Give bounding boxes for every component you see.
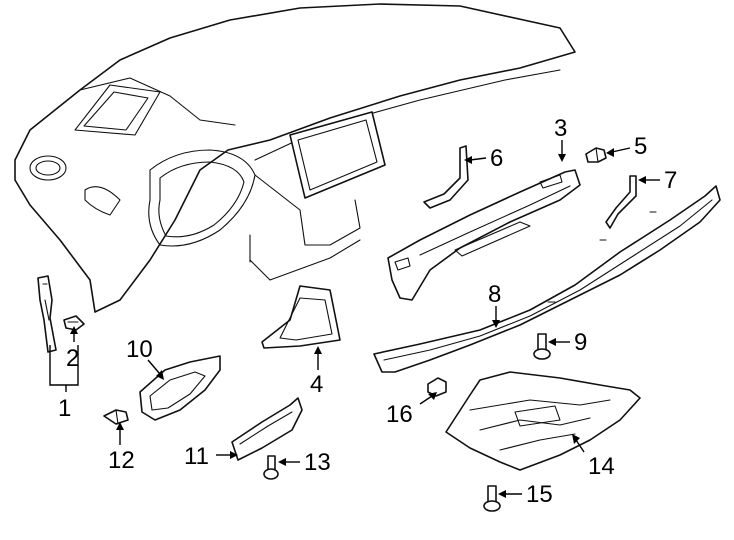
callout-12: 12 bbox=[108, 447, 135, 474]
part-1-pillar-trim bbox=[37, 275, 57, 353]
callout-4: 4 bbox=[310, 371, 323, 398]
part-8-lower-trim bbox=[373, 185, 721, 373]
callout-15: 15 bbox=[526, 481, 553, 508]
callout-16: 16 bbox=[386, 401, 413, 428]
callout-7: 7 bbox=[664, 167, 677, 194]
part-10-bin bbox=[139, 355, 221, 421]
callout-10: 10 bbox=[126, 336, 153, 363]
part-11-lower-bin bbox=[231, 397, 303, 461]
callout-5: 5 bbox=[634, 133, 647, 160]
callout-14: 14 bbox=[588, 453, 615, 480]
part-16-clip bbox=[427, 377, 447, 397]
part-15-bolt bbox=[483, 485, 501, 512]
part-2-clip bbox=[63, 315, 85, 331]
callout-8: 8 bbox=[488, 281, 501, 308]
callout-labels: 1 2 3 4 5 6 7 8 9 10 11 12 13 14 15 16 bbox=[58, 115, 677, 508]
part-13-bolt bbox=[263, 455, 279, 480]
callout-3: 3 bbox=[554, 115, 567, 142]
part-12-clip bbox=[103, 409, 129, 425]
instrument-panel bbox=[14, 3, 576, 313]
part-6-bracket bbox=[423, 145, 469, 209]
part-7-bracket bbox=[605, 175, 637, 229]
callout-6: 6 bbox=[490, 145, 503, 172]
callout-13: 13 bbox=[304, 449, 331, 476]
callout-11: 11 bbox=[184, 443, 209, 470]
part-5-push-clip bbox=[585, 147, 607, 163]
part-14-glovebox bbox=[445, 371, 641, 471]
part-4-corner-trim bbox=[261, 285, 341, 349]
callout-2: 2 bbox=[66, 345, 79, 372]
leader-lines bbox=[49, 140, 660, 498]
callout-9: 9 bbox=[574, 329, 587, 356]
callout-1: 1 bbox=[58, 395, 71, 422]
part-9-bolt bbox=[533, 333, 551, 360]
part-3-upper-trim bbox=[387, 169, 581, 301]
